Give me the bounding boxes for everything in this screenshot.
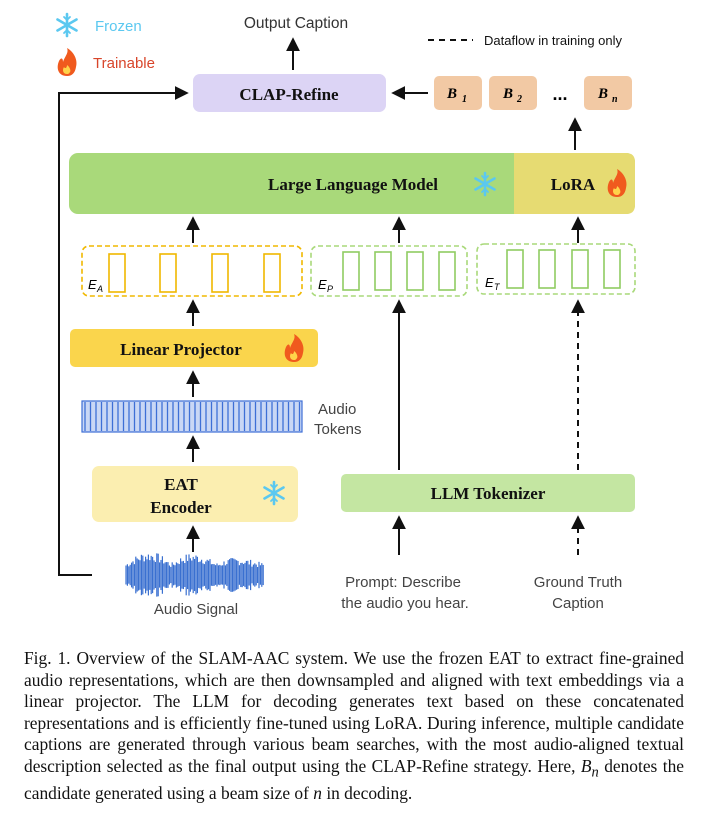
arrow-signal-to-clap-refine <box>58 86 189 576</box>
snowflake-icon <box>263 480 285 506</box>
audio-signal-label: Audio Signal <box>154 601 238 618</box>
embedding-token <box>108 253 126 293</box>
ep-subscript: P <box>327 284 333 294</box>
clap-refine-box: CLAP-Refine <box>193 74 386 112</box>
caption-text-part3: in decoding. <box>326 783 413 804</box>
fire-icon <box>607 169 627 197</box>
caption-text-part1: Fig. 1. Overview of the SLAM-AAC system.… <box>24 648 684 776</box>
output-caption-label: Output Caption <box>244 15 348 32</box>
eat-encoder-box: EAT Encoder <box>92 466 298 522</box>
audio-embeddings: E A <box>81 245 303 297</box>
candidate-b1: B 1 <box>434 76 482 110</box>
caption-math-b-subscript: n <box>591 763 599 780</box>
candidate-subscript: 2 <box>516 94 522 105</box>
ea-label: E <box>88 277 97 292</box>
architecture-diagram: Frozen Trainable Dataflow in training on… <box>56 12 636 618</box>
candidate-subscript: n <box>612 94 618 105</box>
eat-label-line1: EAT <box>164 475 198 494</box>
ea-subscript: A <box>96 284 103 294</box>
audio-token-stripes <box>84 402 301 431</box>
embedding-token <box>263 253 281 293</box>
caption-math-b-base: B <box>580 755 592 776</box>
ground-truth-label-line1: Ground Truth <box>534 574 622 591</box>
audio-tokens-label-line1: Audio <box>318 401 356 418</box>
candidate-label: B <box>446 86 457 102</box>
prompt-embeddings: E P <box>310 245 468 297</box>
caption-math-b: Bn <box>580 755 599 780</box>
llm-tokenizer-box: LLM Tokenizer <box>341 474 635 512</box>
audio-waveform-icon <box>125 553 264 597</box>
candidate-subscript: 1 <box>462 94 467 105</box>
lora-label: LoRA <box>551 175 596 194</box>
ep-label: E <box>318 277 327 292</box>
audio-tokens <box>81 400 303 433</box>
llm-box: Large Language Model LoRA <box>69 153 635 214</box>
embedding-token <box>538 249 556 289</box>
prompt-label-line2: the audio you hear. <box>341 595 469 612</box>
clap-refine-label: CLAP-Refine <box>239 85 339 104</box>
dataflow-legend: Dataflow in training only <box>428 33 623 48</box>
llm-tokenizer-label: LLM Tokenizer <box>431 484 546 503</box>
frozen-label: Frozen <box>95 18 142 35</box>
prompt-label-line1: Prompt: Describe <box>345 574 461 591</box>
ground-truth-label-line2: Caption <box>552 595 604 612</box>
et-label: E <box>485 275 494 290</box>
frozen-legend: Frozen <box>56 12 142 38</box>
embedding-token <box>211 253 229 293</box>
eat-label-line2: Encoder <box>150 498 212 517</box>
candidate-label: B <box>502 86 513 102</box>
et-subscript: T <box>494 282 501 292</box>
embedding-token <box>506 249 524 289</box>
candidate-ellipsis: ... <box>552 84 567 104</box>
candidate-bn: B n <box>584 76 632 110</box>
candidate-label: B <box>597 86 608 102</box>
text-embeddings: E T <box>476 243 636 295</box>
llm-label: Large Language Model <box>268 175 438 194</box>
embedding-token <box>159 253 177 293</box>
embedding-token <box>603 249 621 289</box>
embedding-token <box>438 251 456 291</box>
embedding-token <box>342 251 360 291</box>
fire-icon <box>284 334 304 362</box>
embedding-token <box>571 249 589 289</box>
audio-tokens-label-line2: Tokens <box>314 421 362 438</box>
figure-caption: Fig. 1. Overview of the SLAM-AAC system.… <box>24 648 684 805</box>
linear-projector-box: Linear Projector <box>70 329 318 367</box>
trainable-label: Trainable <box>93 55 155 72</box>
caption-text-part2: denotes the candidate generated using a … <box>24 755 684 804</box>
embedding-token <box>406 251 424 291</box>
dataflow-label: Dataflow in training only <box>484 33 623 48</box>
fire-icon <box>57 48 77 76</box>
snowflake-icon <box>474 171 496 197</box>
linear-projector-label: Linear Projector <box>120 340 242 359</box>
snowflake-icon <box>56 12 78 38</box>
caption-math-n: n <box>313 783 322 804</box>
embedding-token <box>374 251 392 291</box>
trainable-legend: Trainable <box>57 48 155 76</box>
candidate-b2: B 2 <box>489 76 537 110</box>
